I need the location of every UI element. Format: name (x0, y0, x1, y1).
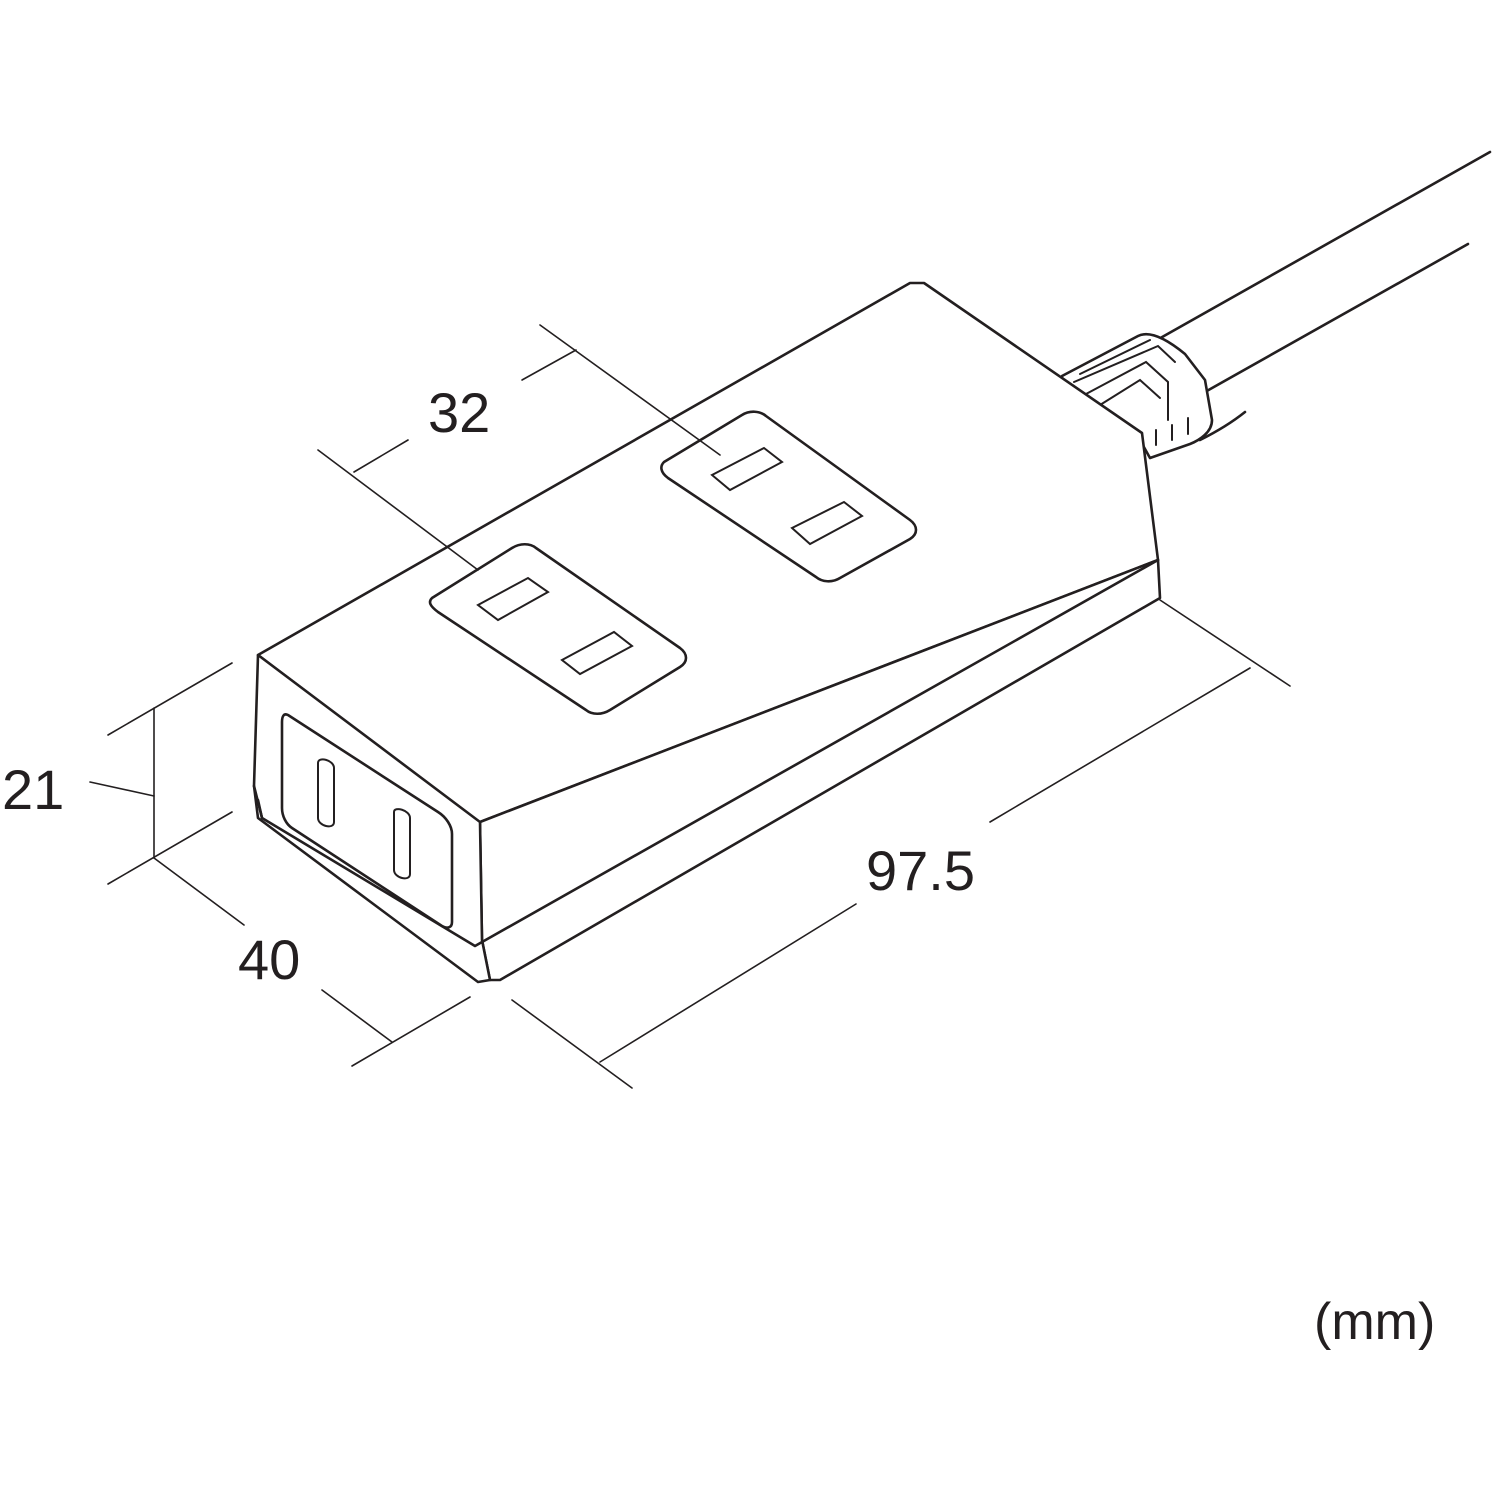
end-socket-slot-right (393, 808, 411, 880)
dimension-21-lines (89, 662, 233, 885)
dimension-97-5-lines (511, 599, 1291, 1089)
top-outlet-front-slot-b (560, 630, 634, 676)
power-cord (1146, 150, 1492, 442)
dimension-label-32: 32 (428, 381, 491, 444)
end-socket (280, 713, 454, 929)
end-socket-slot-left (317, 758, 335, 828)
dimension-label-97-5: 97.5 (866, 839, 975, 902)
top-outlet-front (428, 542, 688, 716)
dimension-label-21: 21 (2, 758, 65, 821)
top-outlet-back (660, 410, 918, 583)
dimension-label-40: 40 (238, 928, 301, 991)
top-outlet-back-slot-b (790, 500, 864, 546)
dimension-40-lines (153, 857, 471, 1067)
top-outlet-front-slot-a (476, 576, 550, 622)
dimension-32-lines (317, 324, 721, 571)
unit-label: (mm) (1314, 1293, 1436, 1351)
cord-strain-relief (1060, 333, 1214, 460)
top-outlet-back-slot-a (710, 446, 784, 492)
